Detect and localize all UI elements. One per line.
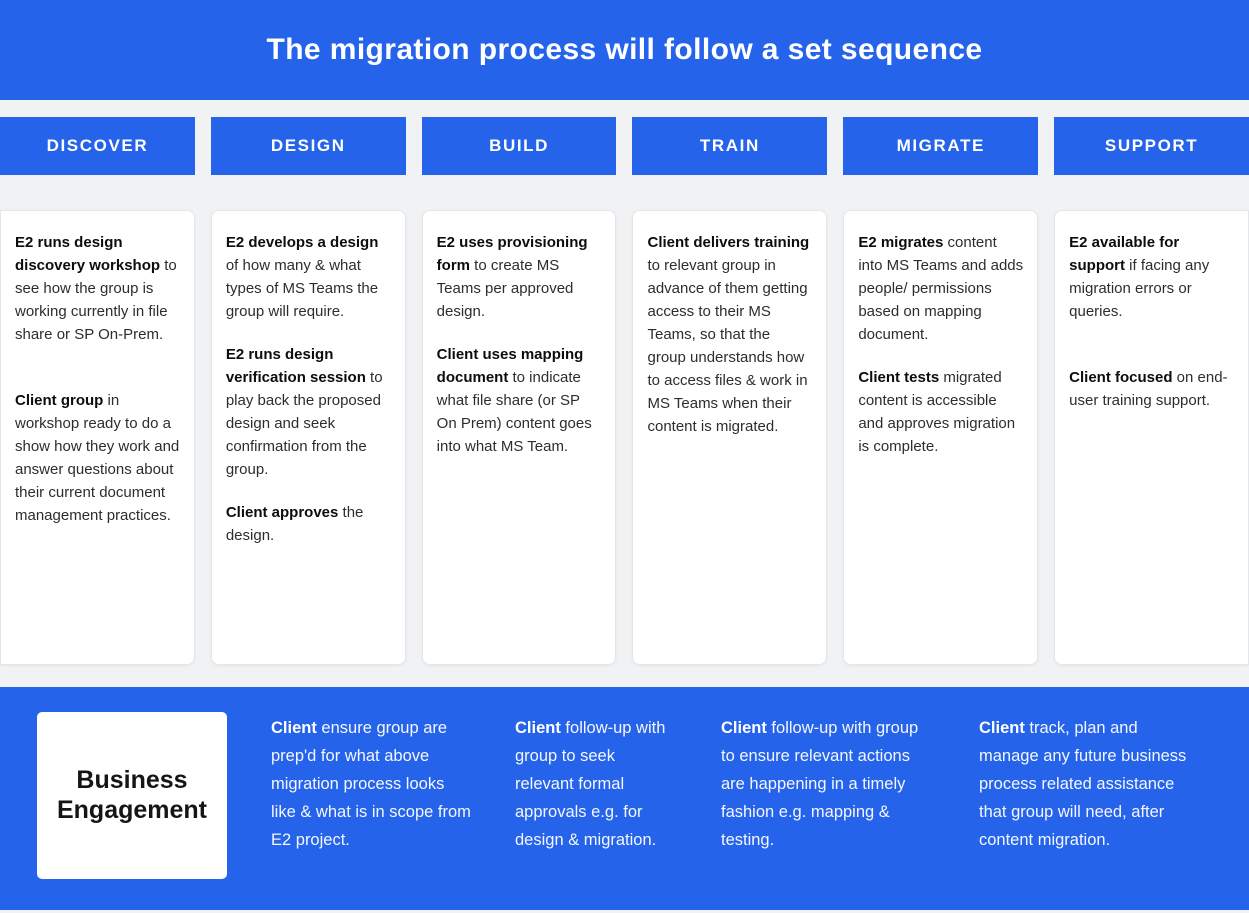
card-paragraph: E2 available for support if facing any m… — [1069, 231, 1234, 323]
stage-label-discover: DISCOVER — [46, 136, 149, 155]
business-engagement-label: Business Engagement — [56, 766, 208, 824]
card-text-lead: E2 uses provisioning form — [436, 234, 588, 274]
band-item-future: Client track, plan and manage any future… — [979, 714, 1201, 854]
card-paragraph: Client delivers training to relevant gro… — [647, 231, 812, 438]
stage-label-support: SUPPORT — [1104, 136, 1199, 155]
card-text-rest: in workshop ready to do a show how they … — [15, 392, 180, 524]
card-text-lead: Client delivers training — [647, 234, 810, 251]
card-text-lead: E2 available for support — [1069, 234, 1180, 274]
card-text-lead: E2 develops a design — [225, 234, 379, 251]
band-text-rest: track, plan and manage any future busine… — [979, 719, 1187, 849]
card-text-rest: to indicate what file share (or SP On Pr… — [436, 369, 592, 455]
band-text-rest: follow-up with group to seek relevant fo… — [515, 719, 666, 849]
card-train: Client delivers training to relevant gro… — [632, 210, 828, 665]
stage-box-discover: DISCOVER — [0, 117, 195, 175]
business-engagement-band: Business Engagement Client ensure group … — [0, 687, 1249, 910]
card-text-rest: to create MS Teams per approved design. — [436, 257, 574, 320]
card-text-rest: to see how the group is working currentl… — [15, 257, 177, 343]
card-text-lead: E2 migrates — [858, 234, 944, 251]
card-paragraph: E2 runs design verification session to p… — [226, 343, 391, 481]
card-text-lead: Client focused — [1069, 369, 1173, 386]
card-design: E2 develops a design of how many & what … — [210, 210, 406, 665]
card-text-rest: the design. — [225, 504, 364, 544]
card-text-rest: on end-user training support. — [1069, 369, 1228, 409]
band-item-follow-up: Client follow-up with group to ensure re… — [721, 714, 935, 854]
card-text-lead: Client uses mapping document — [436, 346, 584, 386]
card-paragraph: E2 runs design discovery workshop to see… — [15, 231, 180, 346]
band-text-rest: follow-up with group to ensure relevant … — [721, 719, 919, 849]
band-text-lead: Client — [515, 719, 561, 737]
band-item-approvals: Client follow-up with group to seek rele… — [515, 714, 677, 854]
card-text-rest: to relevant group in advance of them get… — [647, 257, 808, 435]
card-paragraph: E2 uses provisioning form to create MS T… — [437, 231, 602, 323]
header-banner: The migration process will follow a set … — [0, 0, 1249, 100]
card-discover: E2 runs design discovery workshop to see… — [0, 210, 195, 665]
stage-box-train: TRAIN — [632, 117, 828, 175]
card-paragraph: Client group in workshop ready to do a s… — [15, 389, 180, 527]
stage-label-build: BUILD — [489, 136, 550, 155]
stage-box-support: SUPPORT — [1054, 117, 1249, 175]
stage-box-migrate: MIGRATE — [843, 117, 1039, 175]
page-title: The migration process will follow a set … — [266, 33, 983, 66]
card-text-lead: Client tests — [858, 369, 940, 386]
stage-label-design: DESIGN — [270, 136, 346, 155]
card-support: E2 available for support if facing any m… — [1054, 210, 1249, 665]
stage-label-migrate: MIGRATE — [896, 136, 985, 155]
card-paragraph: Client approves the design. — [226, 501, 391, 547]
card-text-lead: Client approves — [225, 504, 339, 521]
card-build: E2 uses provisioning form to create MS T… — [421, 210, 617, 665]
card-text-rest: of how many & what types of MS Teams the… — [225, 257, 379, 320]
stage-row: DISCOVER DESIGN BUILD TRAIN MIGRATE SUPP… — [0, 117, 1249, 175]
card-text-rest: migrated content is accessible and appro… — [858, 369, 1016, 455]
card-text-rest: if facing any migration errors or querie… — [1069, 257, 1210, 320]
card-text-lead: Client group — [15, 392, 104, 409]
card-text-rest: content into MS Teams and adds people/ p… — [858, 234, 1024, 343]
business-engagement-box: Business Engagement — [37, 712, 227, 879]
stage-label-train: TRAIN — [699, 136, 760, 155]
card-paragraph: Client focused on end-user training supp… — [1069, 366, 1234, 412]
band-text-rest: ensure group are prep'd for what above m… — [271, 719, 471, 849]
band-text-lead: Client — [271, 719, 317, 737]
card-migrate: E2 migrates content into MS Teams and ad… — [843, 210, 1039, 665]
card-row: E2 runs design discovery workshop to see… — [0, 210, 1249, 665]
card-paragraph: Client uses mapping document to indicate… — [437, 343, 602, 458]
card-text-lead: E2 runs design verification session — [225, 346, 366, 386]
band-text-lead: Client — [721, 719, 767, 737]
band-item-prep: Client ensure group are prep'd for what … — [271, 714, 471, 854]
band-text-lead: Client — [979, 719, 1025, 737]
card-text-lead: E2 runs design discovery workshop — [15, 234, 161, 274]
stage-box-build: BUILD — [421, 117, 617, 175]
card-paragraph: E2 migrates content into MS Teams and ad… — [858, 231, 1023, 346]
stage-box-design: DESIGN — [210, 117, 406, 175]
card-paragraph: E2 develops a design of how many & what … — [226, 231, 391, 323]
card-text-rest: to play back the proposed design and see… — [225, 369, 383, 478]
card-paragraph: Client tests migrated content is accessi… — [858, 366, 1023, 458]
